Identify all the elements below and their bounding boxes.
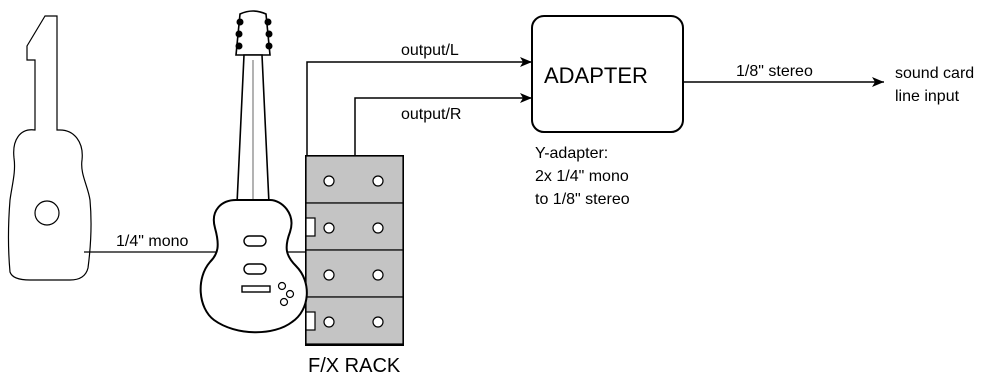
- adapter-box: [531, 15, 684, 133]
- y-adapter-line-3: to 1/8" stereo: [535, 191, 630, 208]
- sound-card-label-1: sound card: [895, 65, 974, 82]
- arrow-head-icon: [520, 93, 532, 103]
- acoustic-guitar-icon: [7, 15, 92, 281]
- rack-notch: [305, 311, 316, 331]
- rack-knob: [323, 316, 335, 328]
- mono-cable-label: 1/4" mono: [116, 233, 188, 250]
- electric-guitar-icon: [199, 10, 308, 334]
- output-l-cable: [306, 61, 532, 156]
- rack-knob: [323, 269, 335, 281]
- rack-notch: [305, 217, 316, 237]
- sound-card-label-2: line input: [895, 88, 960, 105]
- rack-knob: [372, 222, 384, 234]
- adapter-label: ADAPTER: [544, 63, 648, 88]
- rack-unit-2: [305, 202, 404, 251]
- output-l-label: output/L: [401, 42, 459, 59]
- output-r-cable: [354, 97, 532, 156]
- rack-knob: [323, 175, 335, 187]
- rack-unit-3: [305, 249, 404, 298]
- y-adapter-line-2: 2x 1/4" mono: [535, 168, 629, 185]
- rack-knob: [323, 222, 335, 234]
- arrow-head-icon: [520, 57, 532, 67]
- rack-unit-4: [305, 296, 404, 345]
- output-r-label: output/R: [401, 106, 461, 123]
- arrow-head-icon: [872, 77, 884, 87]
- rack-knob: [372, 269, 384, 281]
- fx-rack-label: F/X RACK: [308, 355, 401, 377]
- y-adapter-line-1: Y-adapter:: [535, 145, 608, 162]
- rack-knob: [372, 316, 384, 328]
- stereo-cable-label: 1/8" stereo: [736, 63, 813, 80]
- fx-rack: [305, 155, 404, 346]
- rack-knob: [372, 175, 384, 187]
- rack-unit-1: [305, 155, 404, 204]
